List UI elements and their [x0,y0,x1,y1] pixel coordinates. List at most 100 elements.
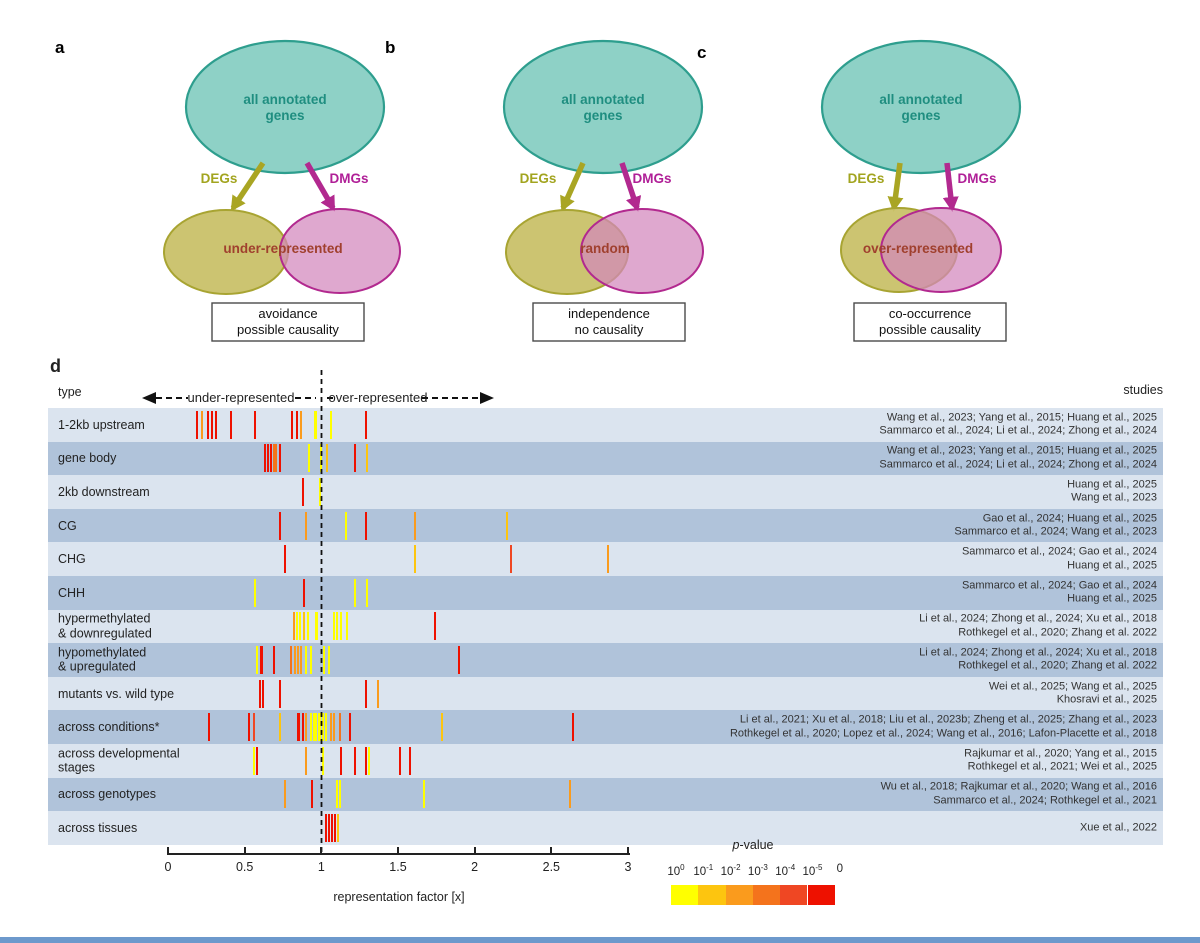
panel-letter-d: d [50,356,61,376]
pvalue-tick-label: 10-4 [775,863,796,878]
tick-mark [346,612,349,641]
tick-mark [364,511,367,540]
axis-tick-label: 0 [164,860,172,874]
axis-tick [550,847,553,854]
row-type-label: gene body [58,451,117,466]
dmg-label: DMGs [957,171,996,186]
panel-letter-b: b [385,38,396,57]
tick-mark [366,444,369,473]
tick-mark [367,746,370,775]
row-studies: Li et al., 2024; Zhong et al., 2024; Xu … [919,646,1157,672]
tick-mark [295,612,298,641]
tick-mark [300,645,303,674]
conclusion-box [532,302,686,342]
tick-mark [295,410,298,439]
tick-mark [296,713,300,742]
tick-mark [344,511,347,540]
axis-tick [396,847,399,854]
tick-mark [340,612,343,641]
pvalue-tick-label: 10-1 [693,863,714,878]
tick-mark [304,713,307,742]
tick-mark [278,679,281,708]
svg-text:independence: independence [568,306,650,321]
tick-mark [607,545,610,574]
axis-tick-label: 2.5 [542,860,561,874]
arrow-left-icon [142,392,156,404]
svg-text:genes: genes [583,108,622,123]
row-type-label: hypomethylated& upregulated [58,645,147,674]
data-row: hypomethylated& upregulated Li et al., 20… [48,643,1163,677]
over-represented-label: over-represented [329,390,428,405]
tick-mark [254,410,257,439]
row-type-label: across genotypes [58,787,156,802]
tick-mark [309,713,312,742]
dmg-ellipse [580,208,704,294]
pvalue-tick-label: 10-2 [720,863,741,878]
pvalue-color-cell [671,885,699,905]
all-genes-label: all annotated [243,92,326,107]
svg-text:possible causality: possible causality [237,322,339,337]
dmg-arrow [619,162,642,212]
data-row: across conditions*Li et al., 2021; Xu et… [48,710,1163,744]
tick-mark [335,780,338,809]
pvalue-tick-label: 100 [667,863,685,878]
svg-text:co-occurrence: co-occurrence [889,306,971,321]
arrow-right-icon [480,392,494,404]
tick-mark [318,477,321,506]
tick-mark [349,713,352,742]
axis-tick [473,847,476,854]
tick-mark [320,444,323,473]
row-type-label: CG [58,518,77,533]
axis-tick-label: 2 [471,860,479,874]
tick-mark [297,645,300,674]
tick-mark [272,645,275,674]
tick-mark [266,444,269,473]
tick-mark [252,713,255,742]
row-type-label: CHH [58,585,86,600]
all-genes-ellipse [820,39,1022,175]
axis-tick [243,847,246,854]
tick-mark [377,679,380,708]
dmg-ellipse [880,207,1002,293]
overlap-label: over-represented [863,241,973,256]
tick-mark [324,813,327,842]
axis-tick [167,847,169,854]
all-genes-ellipse [184,39,386,175]
row-type-label: across conditions* [58,719,160,734]
tick-mark [278,511,281,540]
tick-mark [568,780,571,809]
pvalue-color-cell [725,885,753,905]
tick-mark [258,679,261,708]
deg-label: DEGs [848,171,885,186]
tick-mark [321,713,324,742]
tick-mark [354,578,357,607]
pvalue-tick-label: 0 [836,863,843,875]
tick-mark [254,578,257,607]
tick-mark [260,645,264,674]
tick-mark [510,545,513,574]
tick-mark [306,612,309,641]
tick-mark [318,713,322,742]
deg-arrow [230,161,266,212]
pvalue-tick-label: 10-5 [802,863,823,878]
tick-mark [304,645,307,674]
tick-mark [263,444,266,473]
tick-mark [309,645,312,674]
tick-mark [255,645,258,674]
tick-mark [354,444,357,473]
tick-mark [354,746,357,775]
row-studies: Rajkumar et al., 2020; Yang et al., 2015… [964,747,1157,773]
tick-mark [423,780,426,809]
tick-mark [340,746,343,775]
type-column-header: type [58,385,82,399]
tick-mark [441,713,444,742]
